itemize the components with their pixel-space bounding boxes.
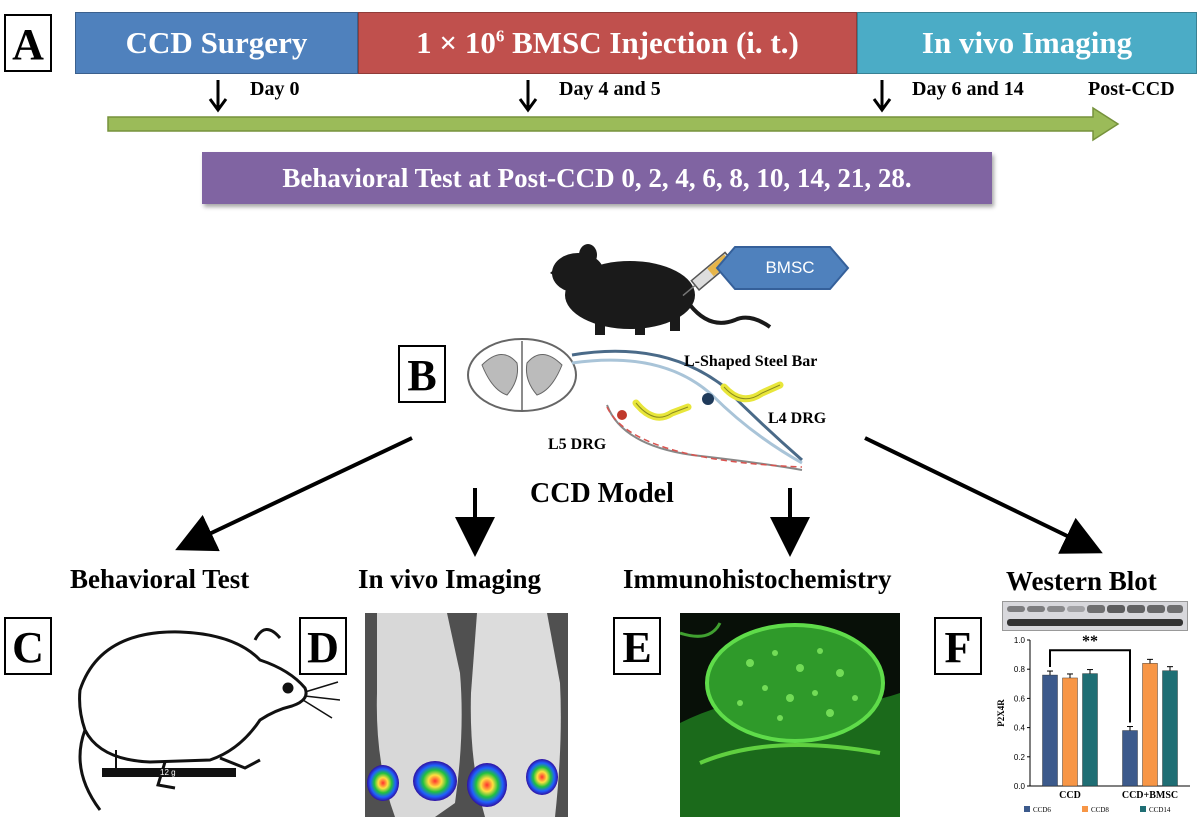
- x-category-label: CCD+BMSC: [1122, 790, 1178, 801]
- y-tick-label: 0.0: [1014, 782, 1026, 791]
- panel-e-label: E: [613, 617, 661, 675]
- phase-in-vivo-imaging: In vivo Imaging: [857, 12, 1197, 74]
- day-0-label: Day 0: [250, 78, 300, 100]
- legend-label: CCD8: [1091, 806, 1109, 814]
- l4-drg-label: L4 DRG: [768, 410, 827, 427]
- panel-a-label: A: [4, 14, 52, 72]
- y-axis-label: P2X4R: [996, 699, 1006, 727]
- rat-icon: [550, 244, 772, 335]
- phase-label: 1 × 106 BMSC Injection (i. t.): [416, 25, 799, 60]
- bmsc-tag-shape: [715, 246, 850, 290]
- post-ccd-label: Post-CCD: [1088, 78, 1175, 100]
- legend-swatch: [1140, 806, 1146, 812]
- panel-c-label: C: [4, 617, 52, 675]
- bmsc-tag-label: BMSC: [765, 258, 815, 277]
- l5-drg-label: L5 DRG: [548, 436, 607, 453]
- bar: [1042, 674, 1058, 787]
- significance-label: **: [1082, 633, 1098, 650]
- weight-bar: [102, 768, 236, 777]
- bar: [1062, 677, 1078, 787]
- bar: [1142, 663, 1158, 787]
- phase-label: CCD Surgery: [125, 25, 308, 60]
- day-4-5-label: Day 4 and 5: [559, 78, 661, 100]
- method-branch-arrows: [175, 436, 1103, 557]
- phase-bmsc-injection: 1 × 106 BMSC Injection (i. t.): [358, 12, 857, 74]
- legend-swatch: [1024, 806, 1030, 812]
- legend-swatch: [1082, 806, 1088, 812]
- significance-bracket: [1049, 649, 1131, 723]
- panel-f-label: F: [934, 617, 982, 675]
- day-6-14-label: Day 6 and 14: [912, 78, 1024, 100]
- behavioral-test-title: Behavioral Test: [70, 564, 250, 594]
- rat-outline-icon: [78, 628, 340, 811]
- y-tick-label: 0.8: [1014, 665, 1026, 674]
- timeline-phase-bar: CCD Surgery 1 × 106 BMSC Injection (i. t…: [75, 12, 1197, 74]
- western-blot-bands: [1002, 601, 1188, 631]
- y-tick-label: 0.6: [1014, 694, 1026, 703]
- legend-label: CCD14: [1149, 806, 1171, 814]
- scale-weight-label: 12 g: [160, 768, 176, 777]
- panel-d-label: D: [299, 617, 347, 675]
- panel-b-label: B: [398, 345, 446, 403]
- immunohistochemistry-title: Immunohistochemistry: [623, 564, 892, 594]
- in-vivo-imaging-photo: [365, 613, 568, 817]
- western-blot-title: Western Blot: [1006, 566, 1157, 596]
- behavioral-test-banner: Behavioral Test at Post-CCD 0, 2, 4, 6, …: [202, 152, 992, 204]
- immunohistochemistry-photo: [680, 613, 900, 817]
- bar: [1122, 730, 1138, 787]
- timeline-arrows: [107, 80, 1120, 142]
- steel-bar-label: L-Shaped Steel Bar: [684, 353, 818, 370]
- legend-label: CCD6: [1033, 806, 1051, 814]
- timeline-arrow: [107, 106, 1120, 142]
- in-vivo-imaging-title: In vivo Imaging: [358, 564, 542, 594]
- phase-label: In vivo Imaging: [921, 25, 1133, 60]
- bar: [1162, 670, 1178, 787]
- y-tick-label: 0.4: [1014, 724, 1026, 733]
- ccd-model-title: CCD Model: [530, 478, 674, 509]
- bar: [1082, 673, 1098, 787]
- spinal-cord-drg-diagram: [467, 338, 803, 471]
- phase-ccd-surgery: CCD Surgery: [75, 12, 358, 74]
- x-category-label: CCD: [1059, 790, 1081, 801]
- y-tick-label: 1.0: [1014, 636, 1026, 645]
- y-tick-label: 0.2: [1014, 753, 1026, 762]
- rat-syringe-illustration: [550, 244, 850, 335]
- rat-line-drawing: 12 g: [78, 628, 340, 811]
